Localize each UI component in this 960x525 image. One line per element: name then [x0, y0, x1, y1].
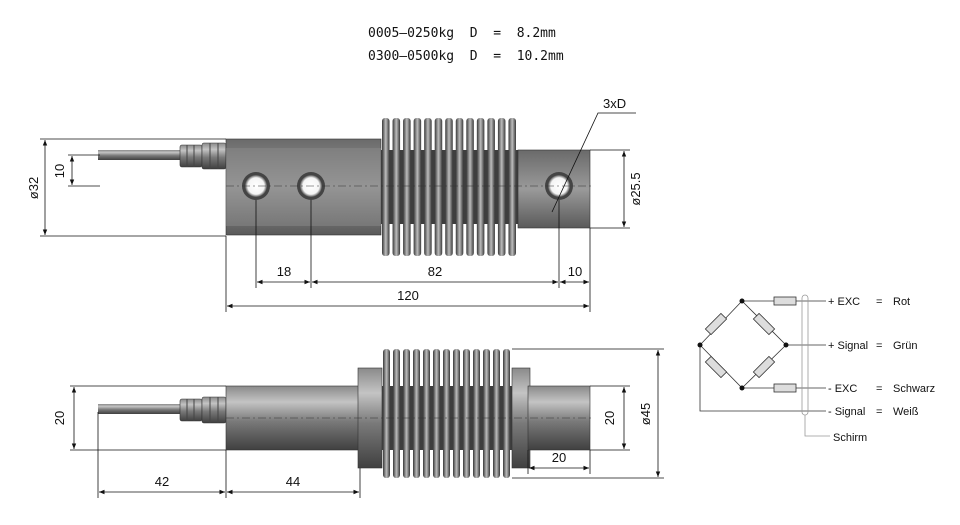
- bellows-fin: [382, 118, 390, 256]
- dim-diameter-body: ø32: [26, 177, 41, 199]
- side-view: 20 42 44 20 20 ø45: [52, 348, 664, 498]
- spec-line-1: 0005—0250kg D = 8.2mm: [368, 26, 556, 41]
- bellows-fin: [413, 349, 420, 478]
- wire-color-2: Grün: [893, 340, 917, 352]
- bellows-fin: [466, 118, 474, 256]
- dim-center-span: 82: [428, 264, 442, 279]
- bellows-fin: [483, 349, 490, 478]
- wire-eq-4: =: [876, 406, 882, 418]
- bellows-fin: [497, 118, 506, 256]
- dim-cable-length: 42: [155, 474, 169, 489]
- dim-end-height: 20: [602, 411, 617, 425]
- dim-cable-height: 10: [52, 164, 67, 178]
- shield-sleeve: [801, 294, 809, 416]
- dim-diameter-bellows: ø45: [638, 403, 653, 425]
- bellows-fin: [473, 349, 480, 478]
- bellows-fin: [493, 349, 500, 478]
- dim-hole-spacing: 18: [277, 264, 291, 279]
- bellows-fin: [508, 118, 516, 256]
- bellows-fin: [434, 118, 443, 256]
- wire-signal-4: - Signal: [828, 406, 865, 418]
- bellows-fin: [433, 349, 440, 478]
- bellows-fin: [392, 118, 401, 256]
- cable-side: [98, 404, 182, 414]
- dim-cable-offset: 20: [52, 411, 67, 425]
- bellows-fin: [403, 118, 411, 256]
- bellows-fin: [445, 118, 453, 256]
- dim-body-length: 44: [286, 474, 300, 489]
- wire-signal-3: - EXC: [828, 383, 857, 395]
- cable-gland-side: [179, 396, 227, 424]
- resistor-3: [704, 355, 728, 379]
- wire-eq-1: =: [876, 296, 882, 308]
- bellows-fin: [455, 118, 464, 256]
- wire-color-3: Schwarz: [893, 383, 935, 395]
- resistor-exc-minus: [773, 383, 797, 393]
- bellows-fin: [383, 349, 390, 478]
- spec-line-2: 0300—0500kg D = 10.2mm: [368, 49, 564, 64]
- mounting-hole-1: [242, 172, 270, 200]
- dim-total-length: 120: [397, 288, 419, 303]
- cable-gland: [179, 142, 227, 170]
- bellows-fin: [487, 118, 495, 256]
- bellows-fin: [476, 118, 485, 256]
- dim-end-length: 20: [552, 450, 566, 465]
- shield-label: Schirm: [833, 432, 867, 444]
- bellows-fin: [453, 349, 460, 478]
- wire-eq-3: =: [876, 383, 882, 395]
- cable: [98, 150, 182, 160]
- resistor-4: [752, 355, 776, 379]
- bellows-fin: [423, 349, 430, 478]
- bellows-fin: [443, 349, 450, 478]
- bellows-fin: [393, 349, 400, 478]
- wire-eq-2: =: [876, 340, 882, 352]
- resistor-exc-plus: [773, 296, 797, 306]
- wiring-diagram: [699, 294, 830, 437]
- dim-diameter-end: ø25.5: [628, 172, 643, 205]
- resistor-1: [704, 312, 728, 336]
- wire-color-1: Rot: [893, 296, 910, 308]
- resistor-2: [752, 312, 776, 336]
- bellows-fin: [503, 349, 510, 478]
- bellows-side: [382, 349, 512, 478]
- bellows-fin: [424, 118, 432, 256]
- dim-end-hole: 10: [568, 264, 582, 279]
- wire-signal-1: + EXC: [828, 296, 860, 308]
- wire-signal-2: + Signal: [828, 340, 868, 352]
- wire-color-4: Weiß: [893, 406, 919, 418]
- top-view: ø32 10 ø25.5 18 82 10 120 3xD: [26, 96, 643, 312]
- bellows-fin: [403, 349, 410, 478]
- bellows: [381, 118, 518, 256]
- wiring-labels: + EXC = Rot + Signal = Grün - EXC = Schw…: [828, 296, 935, 444]
- bellows-fin: [413, 118, 422, 256]
- hole-label: 3xD: [603, 96, 626, 111]
- bellows-fin: [463, 349, 470, 478]
